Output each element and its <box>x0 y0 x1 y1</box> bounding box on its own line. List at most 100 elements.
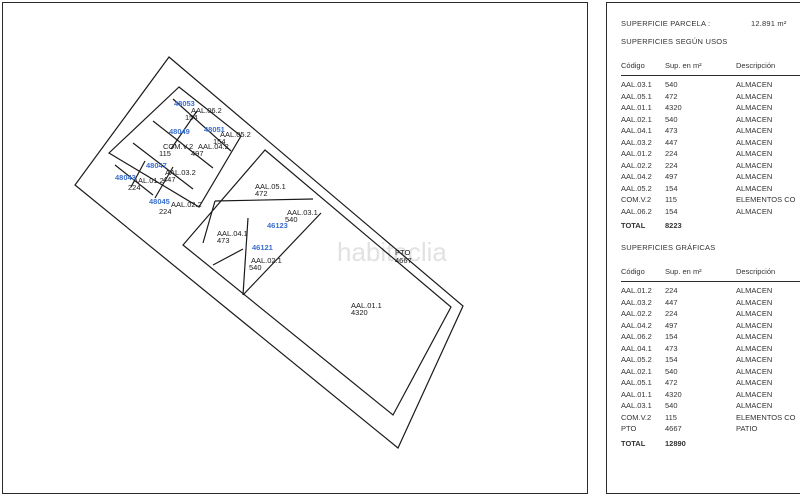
row-code: AAL.02.2 <box>621 160 652 170</box>
parcel-surface-label: SUPERFICIE PARCELA : <box>621 19 711 28</box>
row-surface: 224 <box>665 149 678 158</box>
row-code: AAL.01.2 <box>621 149 652 158</box>
row-surface: 540 <box>665 80 678 89</box>
room-code: AAL.05.1 <box>255 182 286 191</box>
row-surface: 154 <box>665 355 678 364</box>
row-code: AAL.01.1 <box>621 103 652 112</box>
room-code: COM.V.2 <box>163 142 193 151</box>
room-area: 540 <box>249 263 262 272</box>
room-code: AAL.04.2 <box>198 142 229 151</box>
row-surface: 473 <box>665 126 678 135</box>
row-code: COM.V.2 <box>621 412 652 422</box>
row-code: AAL.04.2 <box>621 320 652 330</box>
row-surface: 540 <box>665 401 678 410</box>
table-row: AAL.04.1 473 ALMACEN <box>621 125 800 137</box>
room-area: 224 <box>159 207 172 216</box>
row-description: ALMACEN <box>736 172 773 181</box>
total-value: 12890 <box>665 438 686 448</box>
plot-id: 48049 <box>169 127 190 136</box>
row-description: ALMACEN <box>736 206 773 216</box>
row-description: ALMACEN <box>736 309 773 318</box>
wall <box>152 120 214 169</box>
row-description: ALMACEN <box>736 126 773 135</box>
row-code: AAL.06.2 <box>621 206 652 216</box>
row-surface: 540 <box>665 114 678 124</box>
uses-table-header: Código Sup. en m² Descripción <box>621 60 800 76</box>
row-surface: 4320 <box>665 103 682 112</box>
row-description: ALMACEN <box>736 378 773 387</box>
row-code: AAL.05.1 <box>621 378 652 387</box>
room-area: 540 <box>285 215 298 224</box>
wall <box>114 164 154 196</box>
row-code: AAL.05.2 <box>621 355 652 364</box>
row-surface: 154 <box>665 332 678 341</box>
row-surface: 540 <box>665 366 678 376</box>
row-description: ALMACEN <box>736 80 773 89</box>
row-surface: 472 <box>665 378 678 387</box>
row-description: ALMACEN <box>736 91 773 101</box>
row-code: AAL.02.2 <box>621 309 652 318</box>
room-code: AAL.04.1 <box>217 229 248 238</box>
plot-id: 48053 <box>174 99 195 108</box>
wall <box>242 217 249 296</box>
row-code: AAL.01.1 <box>621 389 652 399</box>
row-surface: 4667 <box>665 424 682 433</box>
row-code: AAL.04.1 <box>621 343 652 353</box>
row-surface: 473 <box>665 343 678 353</box>
room-code: AAL.03.1 <box>287 208 318 217</box>
table-row: AAL.02.1 540 ALMACEN <box>621 366 800 378</box>
row-code: AAL.06.2 <box>621 332 652 341</box>
header-surface: Sup. en m² <box>665 267 702 276</box>
uses-table: Código Sup. en m² Descripción AAL.03.1 54… <box>621 60 800 233</box>
parcel-area: 4667 <box>395 256 412 265</box>
row-description: ALMACEN <box>736 332 773 341</box>
row-code: PTO <box>621 424 637 433</box>
header-surface: Sup. en m² <box>665 61 702 70</box>
plot-id: 46123 <box>267 221 288 230</box>
header-description: Descripción <box>736 61 776 70</box>
row-surface: 4320 <box>665 389 682 399</box>
room-area: 224 <box>128 183 141 192</box>
row-code: AAL.03.1 <box>621 80 652 89</box>
row-description: ALMACEN <box>736 401 773 410</box>
room-area: 497 <box>191 149 204 158</box>
row-description: ALMACEN <box>736 160 773 170</box>
header-code: Código <box>621 267 645 276</box>
row-surface: 447 <box>665 297 678 307</box>
row-surface: 154 <box>665 183 678 193</box>
room-code: AAL.02.1 <box>251 256 282 265</box>
wall <box>202 200 216 244</box>
row-description: ALMACEN <box>736 149 773 158</box>
row-code: AAL.05.1 <box>621 91 652 101</box>
row-surface: 447 <box>665 137 678 147</box>
parcel-outline <box>74 56 464 449</box>
row-code: AAL.02.1 <box>621 366 652 376</box>
row-code: AAL.05.2 <box>621 183 652 193</box>
room-area: 473 <box>217 236 230 245</box>
total-label: TOTAL <box>621 221 646 230</box>
header-description: Descripción <box>736 267 776 276</box>
row-description: ALMACEN <box>736 366 773 376</box>
table-row: AAL.05.2 154 ALMACEN <box>621 354 800 366</box>
wall <box>214 198 314 202</box>
room-area: 472 <box>255 189 268 198</box>
row-surface: 497 <box>665 172 678 181</box>
plot-id: 46121 <box>252 243 273 252</box>
row-description: ALMACEN <box>736 355 773 364</box>
uses-section-title: SUPERFICIES SEGÚN USOS <box>621 37 728 46</box>
row-code: AAL.04.1 <box>621 126 652 135</box>
